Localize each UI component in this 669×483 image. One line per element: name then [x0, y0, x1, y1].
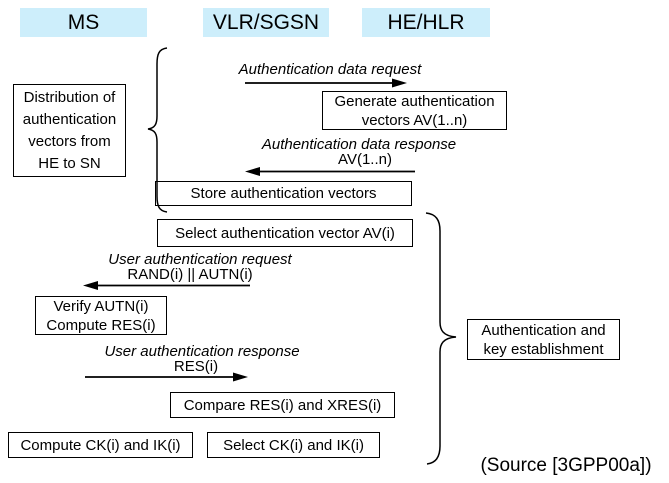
entity-label: MS — [67, 10, 100, 34]
action-line: Select CK(i) and IK(i) — [223, 436, 364, 454]
entity-header-he-hlr: HE/HLR — [362, 8, 490, 37]
entity-label: HE/HLR — [387, 10, 465, 34]
action-line: Store authentication vectors — [190, 185, 377, 202]
phase-line: Distribution of — [23, 88, 116, 106]
right-curly-brace — [425, 212, 457, 465]
action-box-compute-ck-ik: Compute CK(i) and IK(i) — [8, 432, 193, 458]
action-line: Generate authentication — [334, 92, 495, 110]
phase-line: vectors from — [28, 132, 111, 150]
action-line: Verify AUTN(i) — [53, 297, 149, 315]
source-citation: (Source [3GPP00a]) — [480, 455, 652, 476]
phase-line: key establishment — [483, 340, 604, 358]
message-label-user-auth-response: User authentication response — [104, 343, 300, 360]
action-box-verify-autn: Verify AUTN(i) Compute RES(i) — [35, 296, 167, 335]
arrow-auth-data-response — [245, 167, 415, 176]
action-box-compare-res: Compare RES(i) and XRES(i) — [170, 392, 395, 418]
action-line: Compare RES(i) and XRES(i) — [183, 396, 382, 414]
message-label-auth-data-response: Authentication data response — [261, 136, 457, 153]
action-box-select-av: Select authentication vector AV(i) — [157, 219, 413, 247]
action-line: vectors AV(1..n) — [361, 111, 468, 129]
message-param-res: RES(i) — [173, 358, 219, 375]
message-label-user-auth-request: User authentication request — [108, 251, 292, 268]
phase-box-auth-establishment: Authentication and key establishment — [467, 319, 620, 360]
action-box-store-vectors: Store authentication vectors — [155, 181, 412, 206]
phase-box-distribution: Distribution of authentication vectors f… — [13, 84, 126, 177]
phase-line: HE to SN — [38, 154, 101, 172]
phase-line: Authentication and — [481, 321, 606, 339]
entity-header-vlr-sgsn: VLR/SGSN — [203, 8, 329, 37]
message-label-auth-data-request: Authentication data request — [238, 61, 422, 78]
action-line: Compute CK(i) and IK(i) — [20, 436, 181, 454]
message-param-rand-autn: RAND(i) || AUTN(i) — [127, 266, 253, 283]
action-box-generate-av: Generate authentication vectors AV(1..n) — [322, 91, 507, 130]
action-line: Compute RES(i) — [46, 316, 156, 334]
phase-line: authentication — [22, 110, 117, 128]
entity-header-ms: MS — [20, 8, 147, 37]
arrow-auth-data-request — [245, 78, 407, 88]
action-line: Select authentication vector AV(i) — [175, 224, 395, 242]
message-param-av: AV(1..n) — [338, 151, 392, 168]
action-box-select-ck-ik: Select CK(i) and IK(i) — [207, 432, 380, 458]
entity-label: VLR/SGSN — [212, 10, 320, 34]
